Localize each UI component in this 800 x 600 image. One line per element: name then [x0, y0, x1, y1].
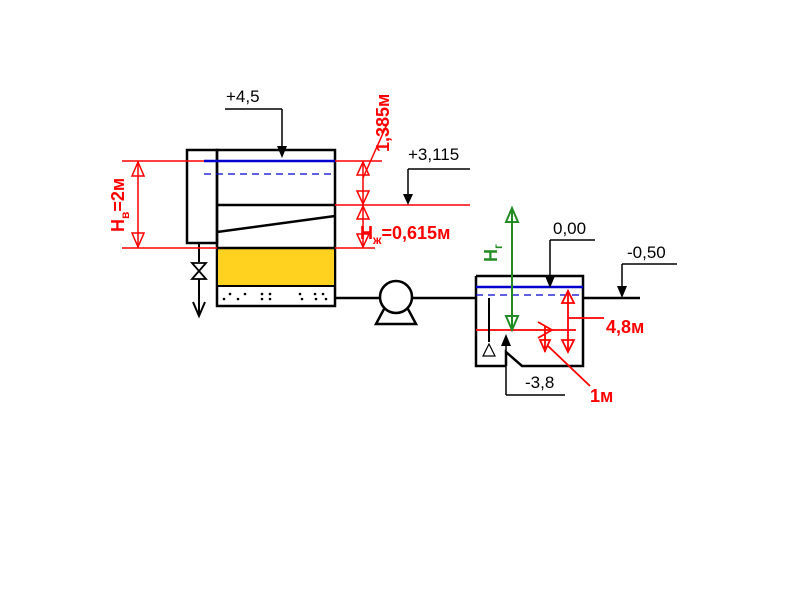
- drainage-dots: [222, 292, 328, 301]
- tank-bottom-leader: [501, 334, 565, 396]
- valve-icon: [190, 262, 208, 280]
- elevation-tank-water: -0,50: [627, 243, 666, 262]
- filter-dimensions: [122, 121, 470, 249]
- elevation-ground: 0,00: [553, 219, 586, 238]
- elevation-tank-bottom: -3,8: [525, 373, 554, 392]
- inlet-leader: [225, 108, 287, 158]
- tank-dimensions: [476, 288, 604, 387]
- filter-unit: +4,5: [185, 87, 337, 319]
- dim-filter-level-gap: 1,385м: [373, 94, 393, 152]
- filter-side-chamber: [185, 148, 219, 245]
- elevation-top-inlet: +4,5: [226, 87, 260, 106]
- ground-leader: [545, 239, 595, 288]
- filter-body: [215, 148, 337, 308]
- drain-arrow-icon: [192, 288, 206, 319]
- dim-filter-water-depth: Нв=2м: [108, 178, 132, 232]
- dim-tank-sump: 1м: [590, 386, 613, 406]
- suction-pipe: [482, 298, 496, 357]
- head-label: Нг: [481, 244, 505, 262]
- filter-media-layer: [218, 248, 334, 286]
- pump-icon: [373, 279, 419, 326]
- dim-liquid-depth: Нж=0,615м: [360, 223, 450, 247]
- trough-sloped-bottom: [216, 214, 336, 234]
- svg-text:Нж=0,615м: Нж=0,615м: [360, 223, 450, 247]
- outlet-leader: [403, 168, 470, 205]
- svg-text:Нв=2м: Нв=2м: [108, 178, 132, 232]
- svg-text:Нг: Нг: [481, 244, 505, 262]
- elevation-filter-outlet: +3,115: [408, 145, 459, 164]
- dim-tank-depth: 4,8м: [606, 317, 644, 337]
- static-head-dimension: [504, 205, 520, 333]
- tank-water-leader: [617, 263, 677, 298]
